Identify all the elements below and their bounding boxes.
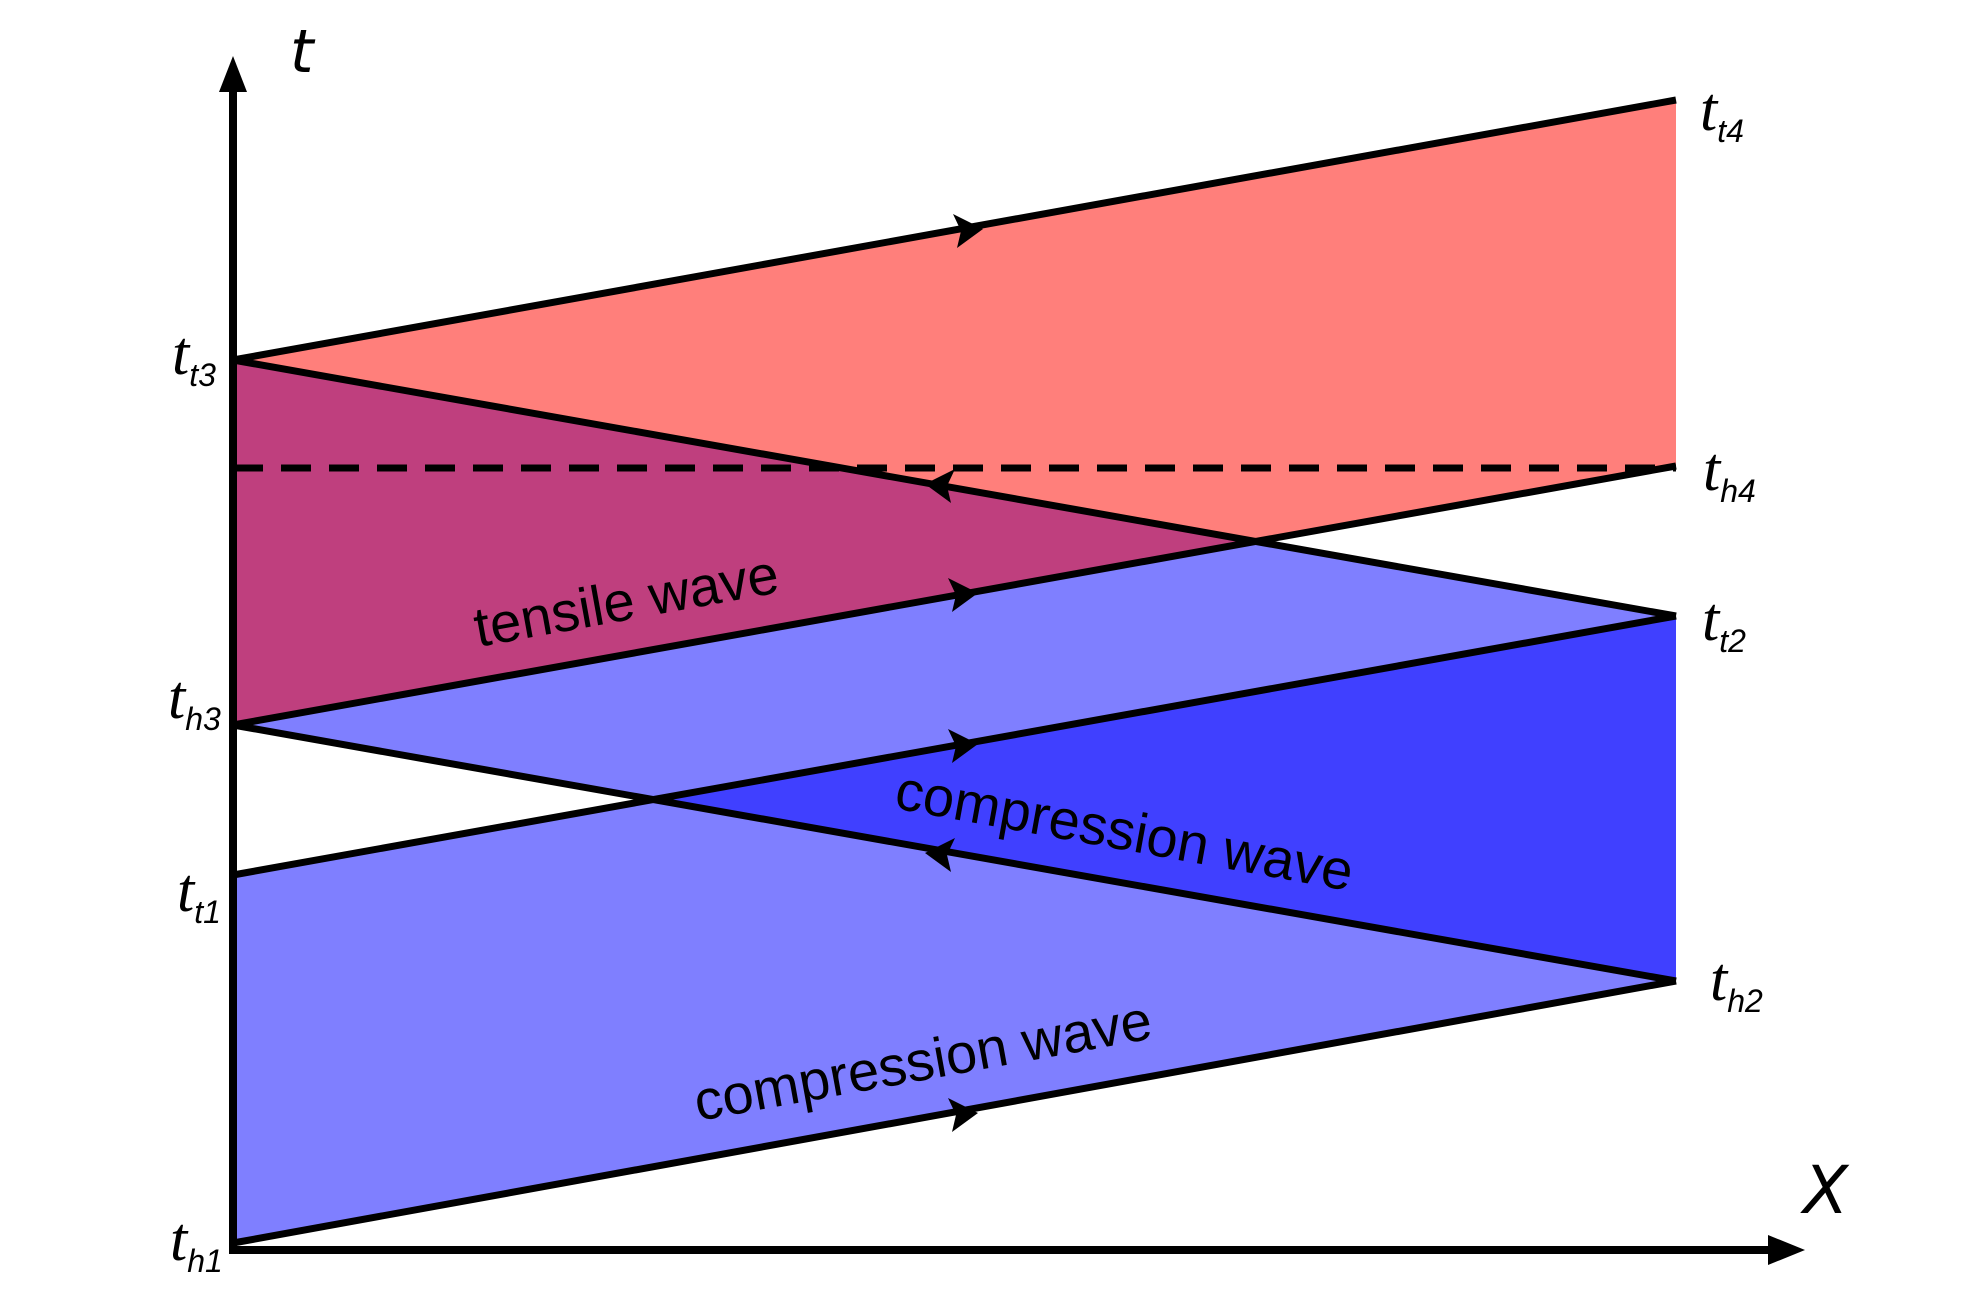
label-t-h3: th3	[168, 664, 221, 737]
label-t-h2: th2	[1710, 946, 1763, 1019]
label-t-t2: tt2	[1702, 586, 1746, 659]
vertical-axis-label: t	[290, 17, 316, 87]
line-th3-th2	[232, 721, 1677, 985]
line-tt3-tt4	[232, 96, 1677, 364]
arrow-right-icon	[948, 1098, 978, 1132]
label-t-h4: th4	[1703, 436, 1756, 509]
label-t-t4: tt4	[1700, 76, 1744, 149]
label-t-t1: tt1	[177, 857, 221, 930]
arrow-right-icon	[953, 214, 983, 248]
arrow-right-icon	[948, 729, 978, 763]
arrow-left-icon	[925, 469, 955, 503]
characteristic-lines	[232, 96, 1677, 1247]
horizontal-axis-arrow-icon	[1768, 1235, 1805, 1265]
direction-arrows	[925, 214, 983, 1132]
horizontal-axis-label: X	[1800, 1152, 1850, 1229]
label-t-t3: tt3	[172, 320, 216, 393]
line-tt3-tt2	[232, 356, 1677, 620]
overlap-region	[233, 360, 1258, 725]
label-t-h1: th1	[170, 1206, 223, 1279]
line-th3-th4	[232, 462, 1677, 729]
dark-compression-region	[655, 616, 1676, 981]
upper-tensile-region	[233, 100, 1676, 542]
vertical-axis-arrow-icon	[219, 56, 247, 92]
line-tt1-tt2	[232, 612, 1677, 879]
arrow-right-icon	[948, 578, 978, 612]
arrow-left-icon	[925, 838, 955, 872]
middle-compression-region	[233, 542, 1676, 802]
line-th1-th2	[232, 977, 1677, 1247]
